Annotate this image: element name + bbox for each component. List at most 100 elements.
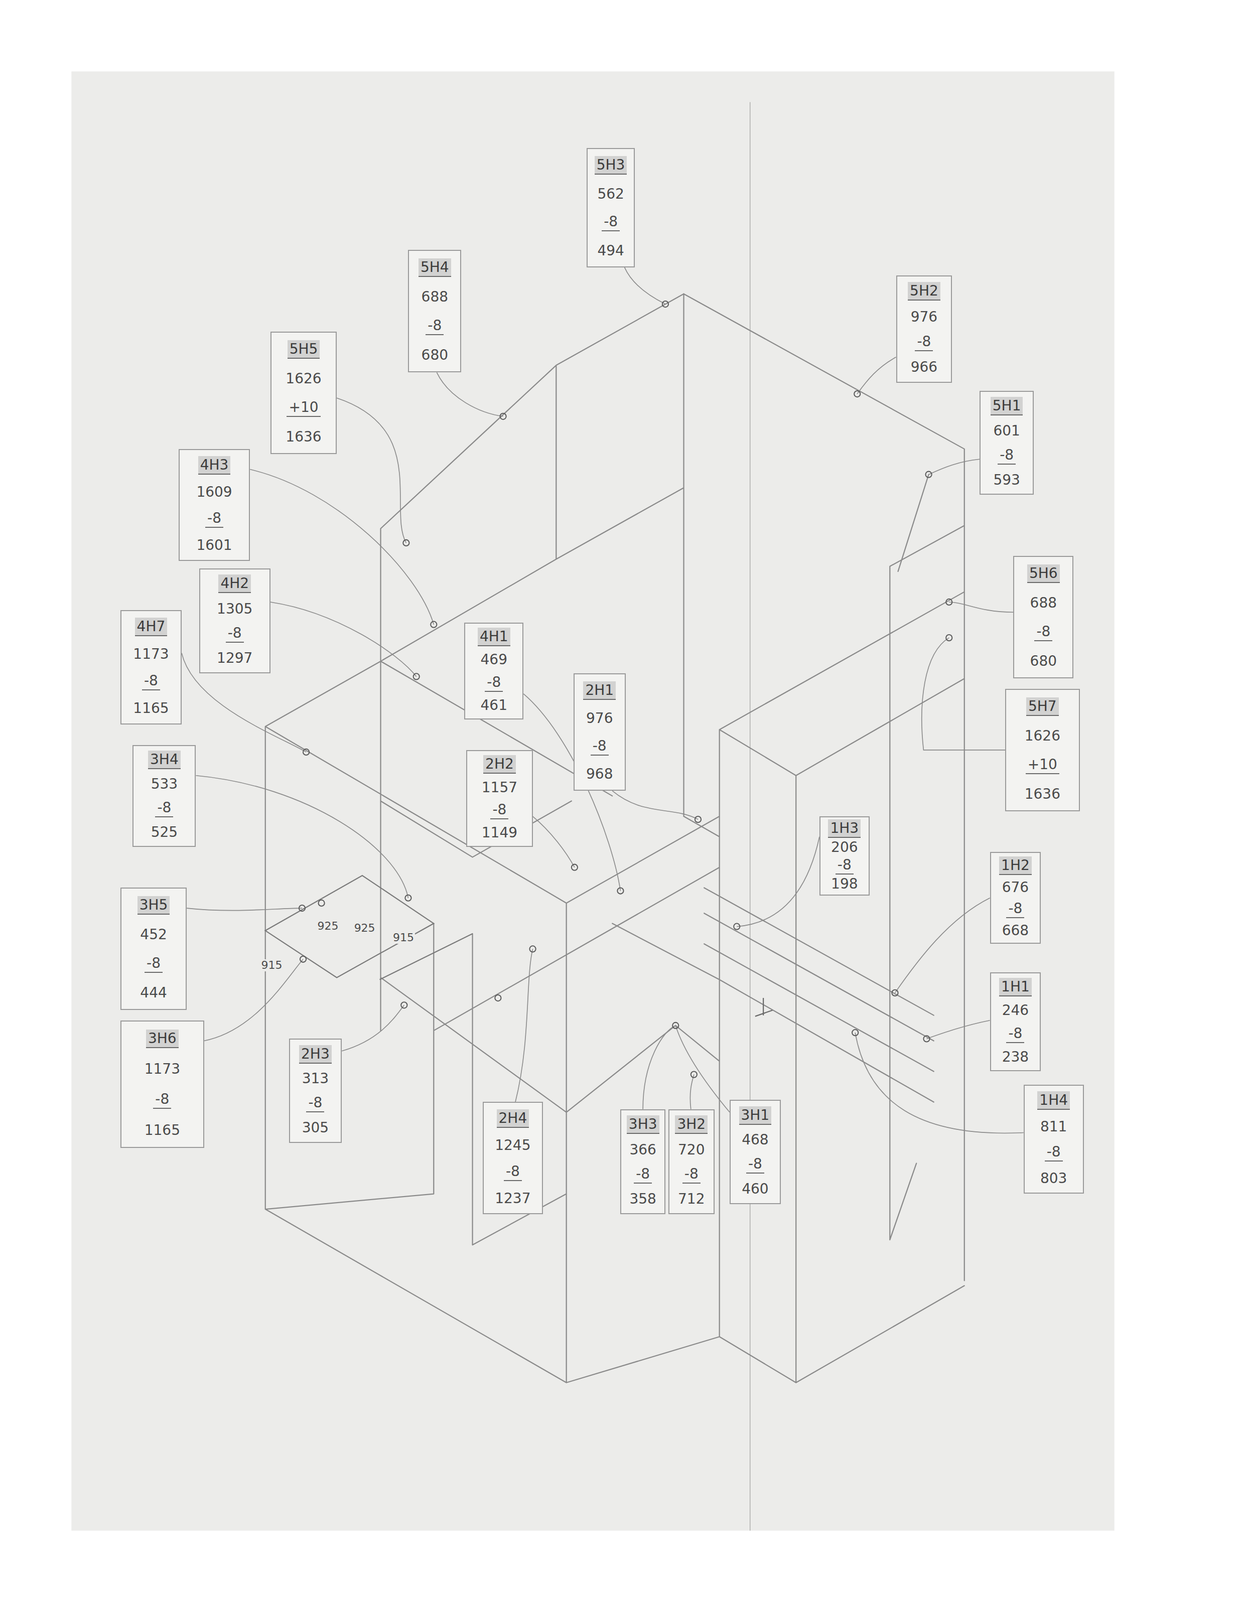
tag-heading: 3H3: [626, 1115, 660, 1135]
tag-heading: 5H5: [287, 340, 321, 359]
calc-tag: 4H21305-81297: [199, 568, 271, 674]
calc-number: 1173: [132, 645, 169, 663]
calc-tag: 2H3 313 -8 305: [289, 1038, 343, 1143]
calc-number: 366: [629, 1141, 656, 1159]
calc-number: -8: [503, 1162, 522, 1182]
calc-tag: 2H4 1245 -8 1237: [482, 1101, 543, 1215]
calc-tag: 3H3 366 -8 358: [620, 1109, 665, 1215]
calc-number: 720: [677, 1141, 705, 1159]
calc-tag: 4H71173-81165: [120, 610, 182, 725]
calc-number: 313: [302, 1069, 329, 1088]
calc-tag: 4H3 1609 -8 1601: [178, 449, 250, 562]
calc-number: 1626: [1024, 727, 1061, 745]
calc-number: 468: [741, 1131, 769, 1149]
calc-number: 198: [831, 875, 858, 893]
calc-number: 1173: [144, 1060, 181, 1078]
calc-tag: 5H6688-8680: [1013, 556, 1074, 679]
tag-heading: 3H2: [674, 1115, 708, 1135]
calc-number: 601: [993, 422, 1020, 440]
calc-number: 305: [302, 1119, 329, 1137]
calc-number: 680: [421, 346, 449, 364]
wireframe: [265, 294, 965, 1383]
calc-number: 1237: [494, 1189, 531, 1208]
calc-tag: 5H1601-8593: [979, 390, 1034, 495]
calc-number: -8: [490, 800, 509, 820]
tag-heading: 5H6: [1027, 564, 1060, 584]
calc-tag: 1H4811-8803: [1023, 1084, 1084, 1195]
calc-number: 1305: [216, 600, 253, 618]
calc-number: 461: [480, 696, 508, 715]
calc-number: 1636: [285, 428, 322, 446]
tag-heading: 5H7: [1026, 697, 1059, 717]
calc-number: -8: [746, 1155, 765, 1174]
tag-heading: 2H1: [583, 681, 616, 701]
calc-number: 811: [1040, 1118, 1067, 1136]
tag-heading: 3H1: [739, 1106, 772, 1126]
tag-heading: 1H4: [1037, 1091, 1070, 1111]
calc-number: 469: [480, 650, 508, 669]
tag-heading: 2H4: [496, 1109, 530, 1129]
calc-number: 968: [586, 765, 613, 783]
calc-number: -8: [1044, 1143, 1063, 1162]
tag-heading: 3H6: [146, 1029, 179, 1049]
tag-heading: 5H3: [594, 156, 628, 175]
calc-number: 533: [151, 775, 178, 793]
tag-heading: 3H5: [137, 896, 171, 915]
calc-tag: 1H2 676 -8 668: [990, 852, 1042, 944]
calc-tag: 5H2976-8966: [896, 275, 953, 383]
dimension-label: 925: [353, 922, 377, 935]
tag-heading: 3H4: [148, 750, 181, 770]
calc-tag: 3H61173-81165: [120, 1020, 205, 1149]
calc-number: 676: [1002, 878, 1029, 897]
calc-number: 494: [597, 241, 624, 260]
tag-heading: 4H3: [198, 456, 231, 475]
dimension-label: 925: [316, 920, 340, 933]
calc-number: -8: [425, 316, 444, 336]
calc-number: -8: [1006, 1024, 1025, 1044]
calc-number: 712: [677, 1190, 705, 1208]
calc-number: 688: [421, 288, 449, 306]
paper: [71, 71, 1115, 1531]
tag-heading: 2H3: [299, 1045, 332, 1064]
calc-number: 206: [831, 838, 858, 857]
calc-number: -8: [153, 1090, 172, 1110]
calc-number: -8: [914, 332, 933, 352]
tag-heading: 1H2: [999, 856, 1032, 876]
calc-number: 976: [586, 709, 613, 728]
tag-heading: 4H2: [218, 574, 251, 594]
calc-number: 452: [140, 925, 167, 944]
calc-number: 966: [910, 358, 938, 376]
calc-tag: 3H5452-8444: [120, 887, 187, 1011]
calc-number: 1609: [196, 483, 232, 501]
calc-tag: 3H1 468 -8 460: [729, 1099, 781, 1204]
calc-number: -8: [590, 737, 609, 756]
calc-number: -8: [633, 1165, 652, 1184]
calc-tag: 5H51626+101636: [270, 331, 337, 455]
calc-number: -8: [601, 212, 620, 232]
calc-number: -8: [1006, 899, 1025, 919]
calc-tag: 1H1246-8238: [990, 972, 1042, 1072]
tag-heading: 4H1: [477, 627, 511, 647]
calc-number: 1601: [196, 536, 232, 555]
calc-number: -8: [306, 1093, 325, 1113]
calc-number: -8: [142, 671, 161, 691]
calc-tag: 1H3206-8198: [819, 816, 870, 896]
calc-number: 976: [910, 308, 938, 326]
calc-number: -8: [835, 856, 854, 875]
tag-heading: 1H3: [827, 819, 861, 839]
calc-number: 1149: [481, 823, 518, 842]
calc-number: 525: [151, 823, 178, 842]
calc-number: 358: [629, 1190, 656, 1208]
calc-number: 460: [741, 1180, 769, 1198]
calc-number: 1626: [285, 369, 322, 388]
calc-number: 668: [1002, 921, 1029, 940]
calc-number: 1157: [481, 778, 518, 797]
calc-number: 1245: [494, 1136, 531, 1155]
tag-heading: 1H1: [999, 978, 1032, 997]
calc-number: 444: [140, 984, 167, 1002]
calc-number: -8: [997, 446, 1016, 465]
calc-number: 1165: [132, 699, 169, 718]
calc-number: -8: [205, 509, 224, 528]
calc-tag: 4H1469-8461: [464, 622, 524, 720]
